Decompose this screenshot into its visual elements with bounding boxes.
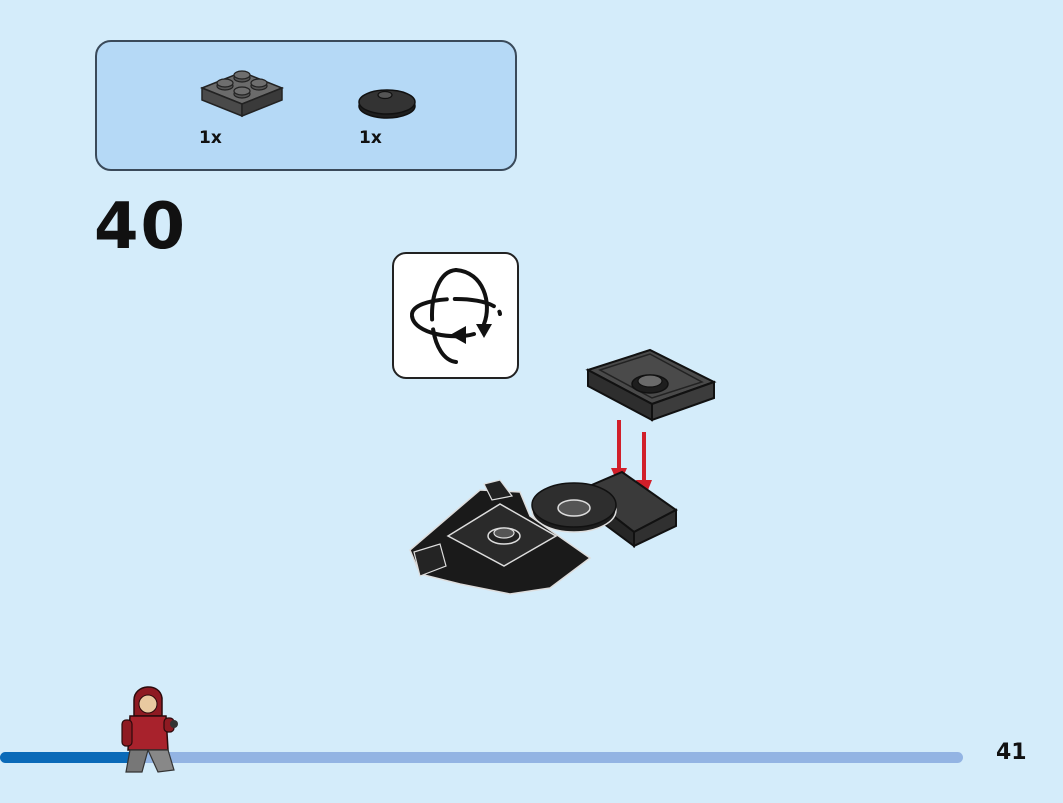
parts-list-box: 1x 1x [95, 40, 517, 171]
progress-bar-fill [0, 752, 135, 763]
page-number: 41 [996, 740, 1027, 765]
base-assembly [409, 470, 678, 595]
progress-bar [0, 752, 963, 763]
rotate-model-icon [410, 268, 502, 364]
part-qty-round-tile: 1x [359, 128, 382, 148]
incoming-plate-with-tile [585, 348, 717, 422]
step-number: 40 [94, 190, 188, 264]
model-illustration [409, 348, 717, 595]
minifigure-progress-marker-icon [121, 686, 178, 773]
round-tile-2x2-icon [358, 89, 416, 119]
rotate-hint-box [392, 252, 519, 379]
part-qty-plate: 1x [199, 128, 222, 148]
plate-2x2-icon [199, 70, 285, 118]
